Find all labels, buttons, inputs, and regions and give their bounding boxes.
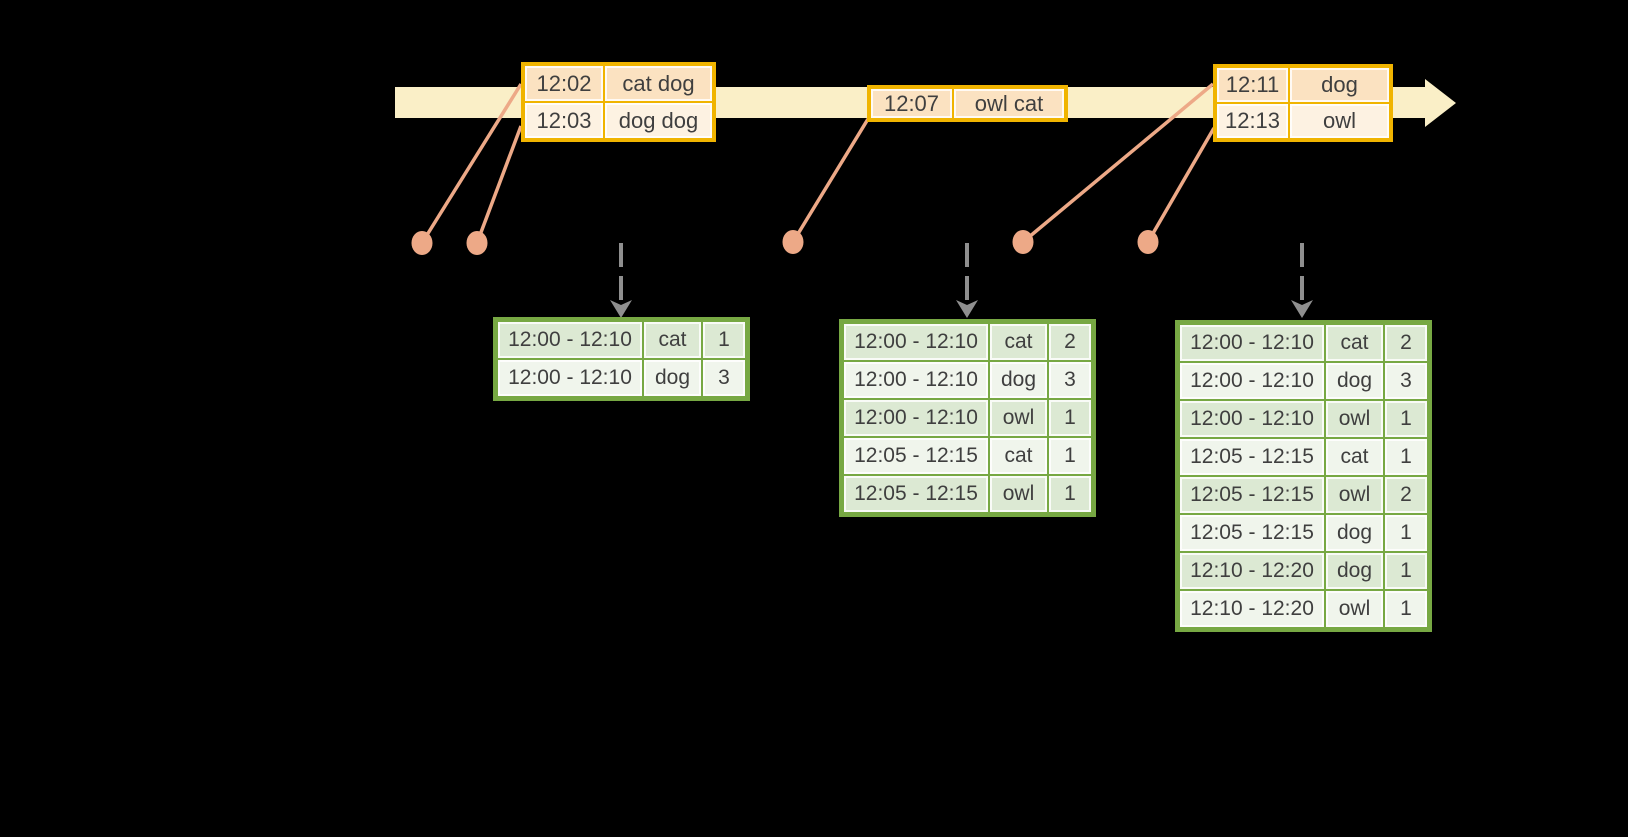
table-cell: 1: [1384, 552, 1428, 590]
table-cell: cat: [989, 437, 1048, 475]
table-cell: 12:07: [870, 88, 953, 119]
table-cell: cat dog: [604, 65, 713, 102]
table-cell: 12:00 - 12:10: [497, 321, 643, 359]
table-cell: 1: [1384, 438, 1428, 476]
table-cell: 12:05 - 12:15: [843, 475, 989, 513]
time-axis-arrowhead-icon: [1425, 79, 1456, 127]
table-cell: cat: [989, 323, 1048, 361]
table-cell: 2: [1048, 323, 1092, 361]
event-line: [1146, 127, 1216, 243]
event-line: [475, 125, 523, 244]
event-dot: [1137, 230, 1159, 254]
table-cell: 1: [1384, 400, 1428, 438]
table-cell: 3: [1048, 361, 1092, 399]
table-cell: owl cat: [953, 88, 1065, 119]
table-cell: 2: [1384, 476, 1428, 514]
table-cell: 2: [1384, 324, 1428, 362]
table-cell: cat: [1325, 438, 1384, 476]
trigger-down-arrow-icon: [1291, 243, 1313, 318]
table-cell: 12:05 - 12:15: [1179, 476, 1325, 514]
table-cell: cat: [643, 321, 702, 359]
trigger-down-arrow-icon: [956, 243, 978, 318]
table-cell: 3: [702, 359, 746, 397]
table-cell: 1: [1048, 399, 1092, 437]
table-cell: 12:10 - 12:20: [1179, 590, 1325, 628]
table-cell: 1: [702, 321, 746, 359]
table-cell: 12:13: [1216, 103, 1289, 139]
event-dot: [411, 231, 433, 255]
table-cell: 12:00 - 12:10: [497, 359, 643, 397]
table-cell: 3: [1384, 362, 1428, 400]
event-line: [791, 118, 870, 243]
table-cell: 1: [1048, 437, 1092, 475]
table-cell: 12:00 - 12:10: [843, 361, 989, 399]
table-cell: 12:00 - 12:10: [1179, 362, 1325, 400]
table-cell: dog: [1325, 552, 1384, 590]
table-cell: 12:05 - 12:15: [1179, 514, 1325, 552]
table-cell: dog: [643, 359, 702, 397]
table-cell: owl: [1289, 103, 1390, 139]
table-cell: cat: [1325, 324, 1384, 362]
table-cell: owl: [1325, 400, 1384, 438]
table-cell: 12:10 - 12:20: [1179, 552, 1325, 590]
table-cell: owl: [1325, 476, 1384, 514]
table-cell: 12:00 - 12:10: [843, 399, 989, 437]
event-dot: [1012, 230, 1034, 254]
table-cell: 1: [1384, 590, 1428, 628]
trigger-down-arrow-icon: [610, 243, 632, 318]
table-cell: 1: [1048, 475, 1092, 513]
table-cell: 12:02: [524, 65, 604, 102]
table-cell: owl: [989, 399, 1048, 437]
table-cell: 12:00 - 12:10: [843, 323, 989, 361]
table-cell: 12:05 - 12:15: [1179, 438, 1325, 476]
table-cell: 12:11: [1216, 67, 1289, 103]
table-cell: dog: [989, 361, 1048, 399]
table-cell: 1: [1384, 514, 1428, 552]
table-cell: owl: [1325, 590, 1384, 628]
table-cell: 12:00 - 12:10: [1179, 324, 1325, 362]
table-cell: dog: [1325, 514, 1384, 552]
table-cell: dog: [1325, 362, 1384, 400]
table-cell: 12:00 - 12:10: [1179, 400, 1325, 438]
table-cell: dog: [1289, 67, 1390, 103]
table-cell: owl: [989, 475, 1048, 513]
event-dot: [466, 231, 488, 255]
table-cell: 12:03: [524, 102, 604, 139]
table-cell: dog dog: [604, 102, 713, 139]
table-cell: 12:05 - 12:15: [843, 437, 989, 475]
event-dot: [782, 230, 804, 254]
